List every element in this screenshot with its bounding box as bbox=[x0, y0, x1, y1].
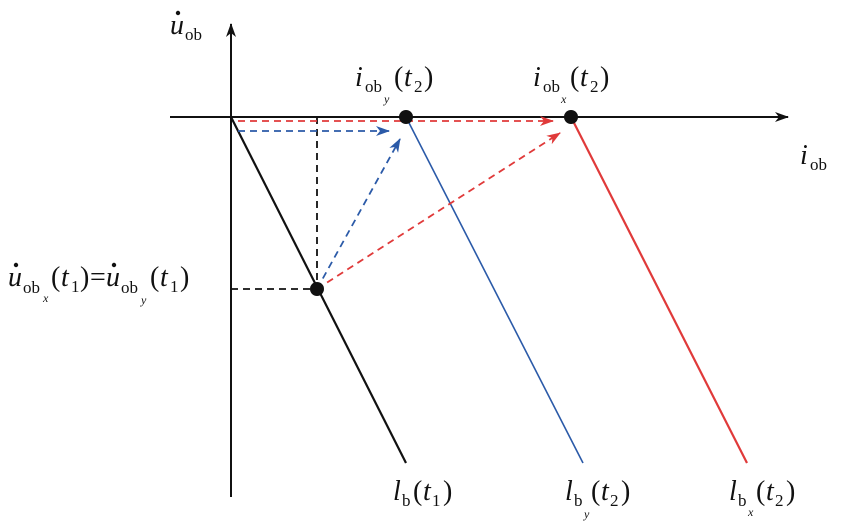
svg-text:2: 2 bbox=[414, 77, 423, 96]
svg-text:): ) bbox=[424, 62, 433, 93]
svg-text:b: b bbox=[738, 491, 747, 510]
svg-text:y: y bbox=[383, 92, 390, 106]
svg-text:x: x bbox=[42, 291, 49, 305]
svg-text:x: x bbox=[747, 505, 754, 519]
svg-text:2: 2 bbox=[610, 491, 619, 510]
label-lb-t1: l b ( t 1 ) bbox=[393, 476, 452, 510]
svg-text:ob: ob bbox=[365, 77, 382, 96]
svg-text:ob: ob bbox=[23, 278, 40, 297]
label-lbx-t2: l b x ( t 2 ) bbox=[729, 476, 795, 519]
svg-text:l: l bbox=[393, 476, 401, 507]
svg-text:b: b bbox=[402, 491, 411, 510]
svg-text:1: 1 bbox=[71, 277, 80, 296]
svg-text:t: t bbox=[580, 62, 589, 93]
svg-text:ob: ob bbox=[185, 25, 202, 44]
svg-text:i: i bbox=[355, 62, 363, 93]
svg-text:x: x bbox=[560, 92, 567, 106]
svg-text:1: 1 bbox=[432, 491, 441, 510]
svg-text:1: 1 bbox=[170, 277, 179, 296]
point-start bbox=[310, 282, 324, 296]
y-axis-label: u ob bbox=[170, 10, 202, 44]
point-ix bbox=[564, 110, 578, 124]
svg-text:2: 2 bbox=[590, 77, 599, 96]
svg-text:(: ( bbox=[51, 262, 60, 293]
svg-text:(: ( bbox=[394, 62, 403, 93]
svg-text:(: ( bbox=[413, 476, 422, 507]
svg-text:): ) bbox=[786, 476, 795, 507]
point-iy bbox=[399, 110, 413, 124]
dot-accent bbox=[175, 10, 181, 16]
svg-text:t: t bbox=[423, 476, 432, 507]
x-axis-label: i ob bbox=[800, 140, 827, 174]
svg-text:t: t bbox=[766, 476, 775, 507]
svg-text:u: u bbox=[8, 262, 22, 293]
svg-text:ob: ob bbox=[121, 278, 138, 297]
line-lbx-t2 bbox=[570, 116, 748, 464]
svg-text:y: y bbox=[140, 293, 147, 307]
svg-text:b: b bbox=[574, 491, 583, 510]
svg-text:(: ( bbox=[591, 476, 600, 507]
svg-text:(: ( bbox=[150, 262, 159, 293]
label-lby-t2: l b y ( t 2 ) bbox=[565, 476, 630, 521]
svg-text:u: u bbox=[170, 10, 184, 41]
label-start-equality: u ob x ( t 1 ) = u ob y ( t 1 ) bbox=[8, 262, 189, 307]
svg-text:=: = bbox=[90, 262, 106, 293]
svg-text:(: ( bbox=[756, 476, 765, 507]
svg-text:): ) bbox=[80, 262, 89, 293]
svg-text:ob: ob bbox=[543, 77, 560, 96]
svg-text:i: i bbox=[533, 62, 541, 93]
svg-text:l: l bbox=[565, 476, 573, 507]
svg-text:): ) bbox=[621, 476, 630, 507]
svg-text:i: i bbox=[800, 140, 808, 171]
svg-text:t: t bbox=[404, 62, 413, 93]
dot-accent bbox=[13, 262, 19, 268]
line-lby-t2 bbox=[405, 116, 584, 464]
svg-text:t: t bbox=[160, 262, 169, 293]
svg-text:l: l bbox=[729, 476, 737, 507]
svg-text:): ) bbox=[600, 62, 609, 93]
svg-text:): ) bbox=[180, 262, 189, 293]
red-arrow-diagonal bbox=[316, 132, 561, 290]
svg-text:t: t bbox=[61, 262, 70, 293]
label-i-ob-y-t2: i ob y ( t 2 ) bbox=[355, 62, 433, 106]
blue-arrow-diagonal bbox=[316, 138, 401, 290]
svg-text:2: 2 bbox=[775, 491, 784, 510]
svg-text:y: y bbox=[583, 507, 590, 521]
svg-text:u: u bbox=[106, 262, 120, 293]
svg-text:t: t bbox=[601, 476, 610, 507]
svg-text:(: ( bbox=[570, 62, 579, 93]
svg-text:): ) bbox=[443, 476, 452, 507]
label-i-ob-x-t2: i ob x ( t 2 ) bbox=[533, 62, 609, 106]
svg-text:ob: ob bbox=[810, 155, 827, 174]
dot-accent bbox=[111, 262, 117, 268]
